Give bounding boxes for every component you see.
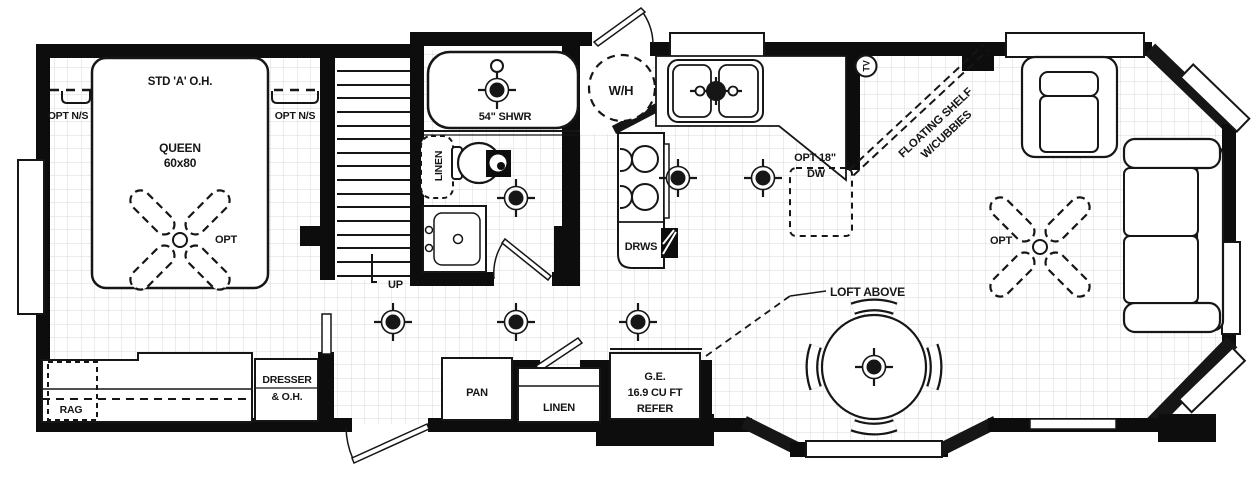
linen-closet-label: LINEN	[543, 402, 575, 414]
bedroom-fan-opt-label: OPT	[215, 234, 237, 246]
rag-rug	[47, 361, 98, 421]
refer-label-2: 16.9 CU FT	[628, 387, 683, 399]
dishwasher-optional	[789, 167, 853, 237]
bedroom-window	[17, 159, 45, 315]
floating-shelf	[847, 44, 989, 177]
corner-window-top-right	[1179, 63, 1251, 133]
kitchen	[617, 55, 853, 269]
nightstand-left	[61, 91, 91, 104]
refer-label-3: REFER	[637, 403, 674, 415]
rear-thin-window	[1029, 418, 1117, 430]
armchair	[1020, 55, 1119, 159]
kitchen-sink	[667, 59, 764, 123]
entry-door-top	[592, 7, 647, 47]
stairs	[337, 70, 410, 283]
loft-label: LOFT ABOVE	[830, 285, 905, 299]
doors	[345, 7, 654, 465]
tv-label: TV	[862, 60, 872, 71]
stairs-floor	[335, 58, 411, 280]
right-wall-window	[1221, 241, 1241, 335]
tv-icon	[854, 54, 878, 78]
drawers-label: DRWS	[625, 241, 658, 253]
ns-left-label: OPT N/S	[48, 110, 89, 122]
shower-head	[490, 59, 504, 73]
ns-right-label: OPT N/S	[275, 110, 316, 122]
faucet-icon	[706, 81, 726, 101]
up-label: UP	[388, 279, 403, 291]
nightstand-right	[271, 91, 319, 104]
storage-row	[441, 348, 702, 423]
bath-linen-label: LINEN	[433, 151, 445, 182]
dresser	[254, 358, 319, 422]
bay-window	[805, 440, 943, 458]
overhead-label: STD 'A' O.H.	[148, 76, 212, 88]
windows	[17, 32, 1251, 458]
water-heater	[587, 53, 657, 123]
corner-window-bottom-right	[1177, 346, 1247, 414]
refrigerator	[609, 352, 701, 420]
living-top-window	[1005, 32, 1145, 58]
bath-door	[500, 237, 553, 282]
entry-door-bottom	[351, 422, 430, 465]
bed-label-1: QUEEN	[159, 141, 201, 155]
water-heater-label: W/H	[609, 83, 634, 98]
living-fan-opt-label: OPT	[990, 235, 1012, 247]
pantry	[441, 357, 513, 421]
dresser-label-1: DRESSER	[262, 374, 312, 386]
refer-label-1: G.E.	[644, 371, 665, 383]
dresser-label-2: & O.H.	[272, 391, 303, 403]
linen-closet	[517, 367, 601, 423]
exhaust-fan-icon	[486, 150, 511, 177]
dw-label-1: OPT 18"	[794, 152, 836, 164]
vent-hatch	[661, 228, 678, 258]
rag-label: RAG	[60, 404, 83, 416]
up-leader	[371, 254, 377, 283]
bedroom	[41, 56, 320, 423]
pantry-label: PAN	[466, 387, 488, 399]
queen-bed	[90, 56, 270, 290]
loft-boundary	[705, 290, 827, 357]
kitchen-window	[669, 32, 765, 58]
shower-label: 54" SHWR	[479, 111, 532, 123]
sofa	[1122, 137, 1225, 334]
dw-label-2: DW	[807, 168, 826, 180]
dresser-counter	[41, 352, 253, 423]
bed-label-2: 60x80	[164, 156, 197, 170]
range-burners	[620, 145, 659, 211]
